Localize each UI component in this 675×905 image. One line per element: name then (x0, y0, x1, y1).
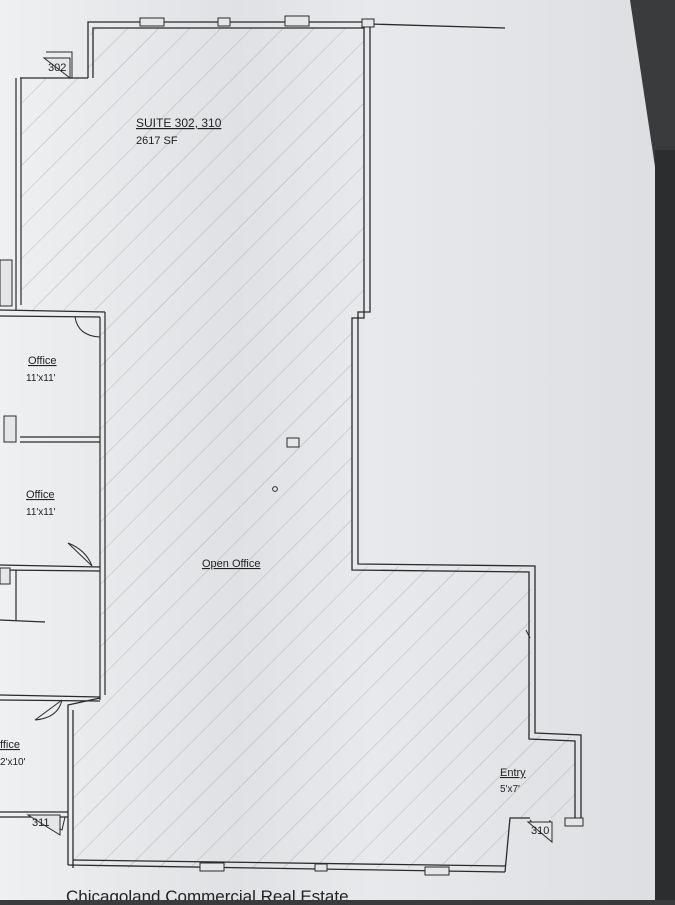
door-tag-311-label: 311 (32, 817, 50, 829)
dark-background-edge (655, 150, 675, 900)
room-office-2-name: Office (26, 489, 55, 501)
fixtures (0, 259, 531, 639)
room-entry-size: 5'x7' (500, 784, 520, 795)
room-office-1-size: 11'x11' (26, 373, 56, 384)
door-tag-310-label: 310 (531, 825, 549, 837)
room-office-2-size: 11'x11' (26, 507, 56, 518)
door-tag-302-label: 302 (48, 62, 66, 74)
suite-title: SUITE 302, 310 (136, 116, 222, 130)
door-tag-302: 302 (42, 57, 71, 80)
window-markers-top (139, 15, 584, 876)
suite-area: 2617 SF (136, 135, 178, 147)
door-tag-311: 311 (26, 814, 61, 836)
room-open-office-name: Open Office (202, 558, 261, 570)
room-office-3-name: ffice (0, 739, 20, 751)
room-office-3-size: 2'x10' (0, 757, 26, 768)
room-office-1-name: Office (28, 355, 57, 367)
door-tag-310: 310 (526, 821, 553, 844)
suite-hatch-area (20, 28, 575, 868)
room-entry-name: Entry (500, 767, 526, 779)
footer-text: Chicagoland Commercial Real Estate (66, 887, 349, 900)
